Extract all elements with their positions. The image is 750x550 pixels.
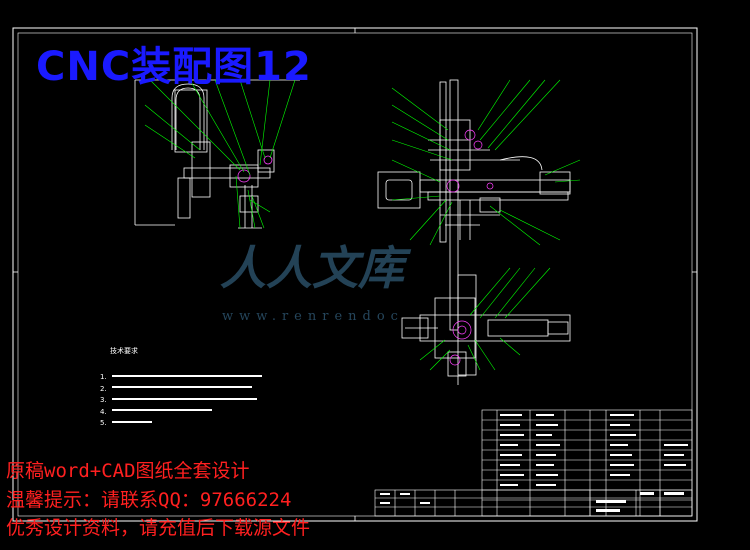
technical-requirements-text-lines — [112, 375, 262, 423]
technical-requirement-item: 5. — [100, 419, 107, 427]
right-upper-view-leaders — [391, 79, 581, 246]
parts-list-fill — [500, 414, 688, 486]
technical-requirements-heading: 技术要求 — [110, 347, 138, 355]
title-block-fill — [380, 492, 684, 512]
drawing-title: CNC装配图12 — [36, 44, 312, 90]
title-block — [374, 489, 693, 517]
right-lower-view-leaders — [419, 267, 551, 371]
technical-requirement-item: 1. — [100, 373, 107, 381]
right-upper-view-detail — [446, 129, 494, 193]
technical-requirements-list: 1. 2. 3. 4. 5. — [100, 372, 107, 430]
right-lower-view-detail — [449, 320, 472, 366]
promo-line-2: 温馨提示：请联系QQ：97666224 — [6, 489, 292, 511]
left-view — [134, 79, 300, 229]
technical-requirement-item: 4. — [100, 407, 107, 416]
technical-requirement-item: 2. — [100, 384, 107, 393]
promo-line-3: 优秀设计资料，请充值后下载源文件 — [6, 517, 311, 539]
right-upper-view — [377, 79, 571, 331]
left-view-leaders — [144, 79, 296, 229]
right-lower-view — [401, 274, 571, 385]
promo-line-1: 原稿word+CAD图纸全套设计 — [6, 460, 250, 482]
technical-requirement-item: 3. — [100, 396, 107, 404]
watermark-url: www.renrendoc — [222, 309, 404, 324]
parts-list-table — [481, 409, 693, 517]
watermark-logo-text: 人人文库 — [220, 241, 404, 295]
frame-zone-ticks — [13, 28, 697, 521]
